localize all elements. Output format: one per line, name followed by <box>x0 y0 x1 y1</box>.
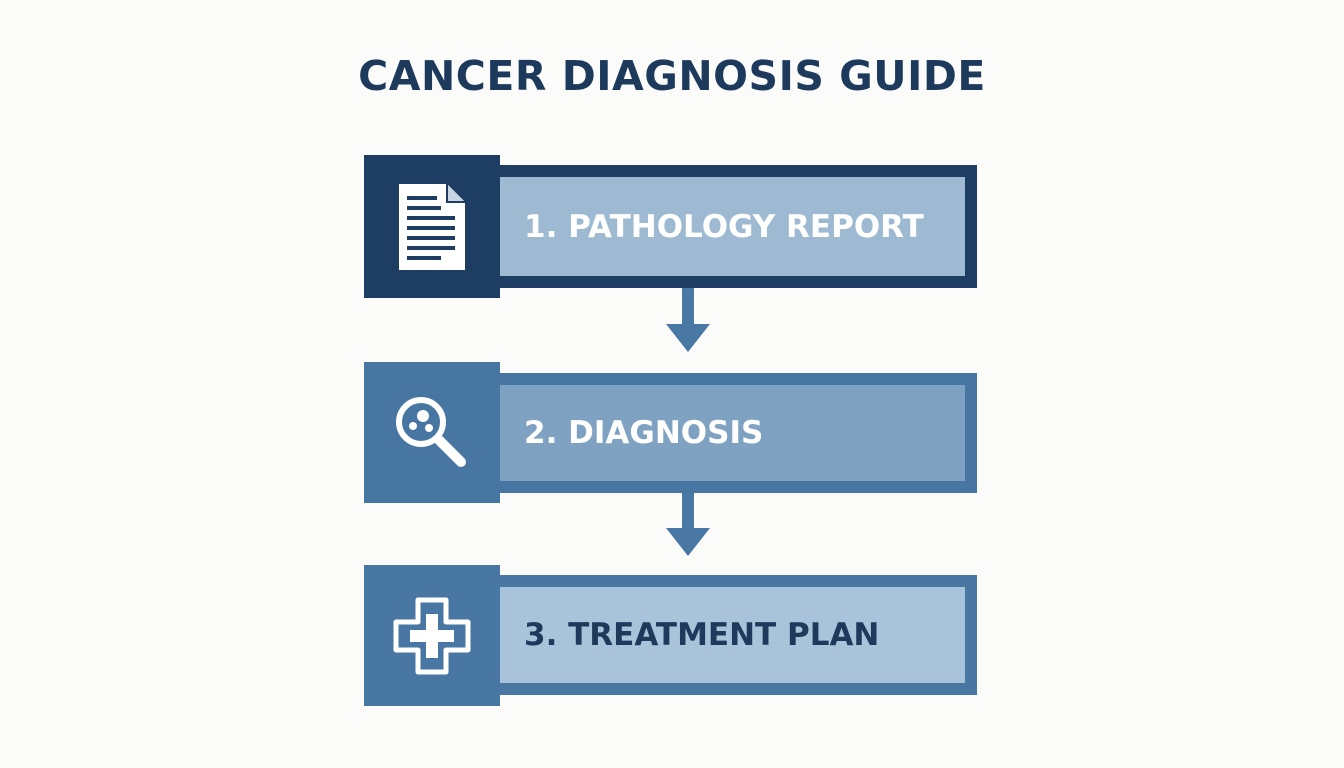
step-2-bar: 2. DIAGNOSIS <box>500 373 977 493</box>
page-title: CANCER DIAGNOSIS GUIDE <box>358 52 986 100</box>
step-3-bar: 3. TREATMENT PLAN <box>500 575 977 695</box>
step-1-label: 1. PATHOLOGY REPORT <box>524 208 924 245</box>
step-3-icon-box <box>364 565 500 706</box>
document-icon <box>399 183 465 270</box>
magnifier-cells-icon <box>396 396 466 467</box>
step-1-bar: 1. PATHOLOGY REPORT <box>500 165 977 288</box>
step-3-label: 3. TREATMENT PLAN <box>524 617 880 653</box>
step-1-bar-inner: 1. PATHOLOGY REPORT <box>500 177 965 276</box>
medical-cross-icon <box>393 597 471 674</box>
step-2-bar-inner: 2. DIAGNOSIS <box>500 385 965 481</box>
step-3-bar-inner: 3. TREATMENT PLAN <box>500 587 965 683</box>
step-2-icon-box <box>364 362 500 503</box>
down-arrow-2 <box>666 492 710 556</box>
step-2-label: 2. DIAGNOSIS <box>524 415 764 451</box>
step-1-icon-box <box>364 155 500 298</box>
down-arrow-1 <box>666 288 710 352</box>
